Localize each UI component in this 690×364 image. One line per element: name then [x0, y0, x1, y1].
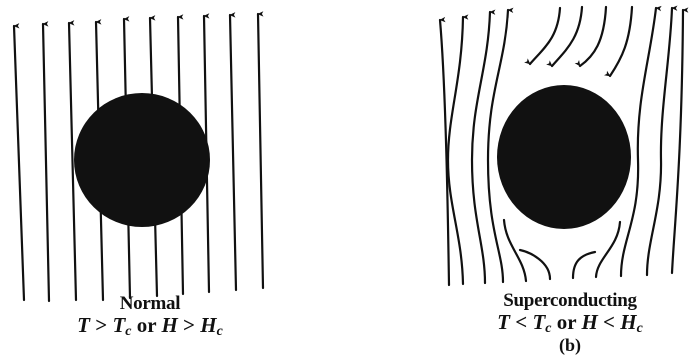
temperature-symbol: T	[77, 313, 90, 337]
panel-superconducting	[440, 7, 683, 285]
condition-label: T > Tc or H > Hc	[30, 314, 270, 340]
state-label: Superconducting	[450, 291, 690, 311]
field-line-arrow-icon	[43, 24, 49, 301]
field-symbol: H	[581, 310, 597, 334]
caption-superconducting: Superconducting T < Tc or H < Hc (b)	[450, 291, 690, 355]
critical-temperature-symbol: T	[112, 313, 125, 337]
panel-normal	[14, 14, 263, 301]
critical-field-symbol: H	[200, 313, 216, 337]
relation-symbol: <	[603, 310, 615, 334]
field-line-arrow-icon	[672, 10, 683, 273]
critical-subscript: c	[637, 321, 643, 336]
critical-temperature-symbol: T	[532, 310, 545, 334]
temperature-symbol: T	[497, 310, 510, 334]
relation-symbol: <	[515, 310, 527, 334]
panel-tag: (b)	[450, 336, 690, 355]
field-line-arrow-icon	[230, 15, 236, 290]
sphere-icon	[74, 93, 210, 227]
field-symbol: H	[161, 313, 177, 337]
critical-subscript: c	[545, 321, 551, 336]
critical-subscript: c	[125, 324, 131, 339]
relation-symbol: >	[95, 313, 107, 337]
field-line-arrow-icon	[448, 17, 463, 284]
state-label: Normal	[30, 294, 270, 314]
or-word: or	[557, 310, 576, 334]
field-line-arrow-icon	[258, 14, 263, 288]
sphere-icon	[497, 85, 631, 229]
caption-normal: Normal T > Tc or H > Hc	[30, 294, 270, 339]
relation-symbol: >	[183, 313, 195, 337]
condition-label: T < Tc or H < Hc	[450, 311, 690, 337]
critical-field-symbol: H	[620, 310, 636, 334]
critical-subscript: c	[217, 324, 223, 339]
or-word: or	[137, 313, 156, 337]
field-line-arrow-icon	[14, 26, 24, 300]
